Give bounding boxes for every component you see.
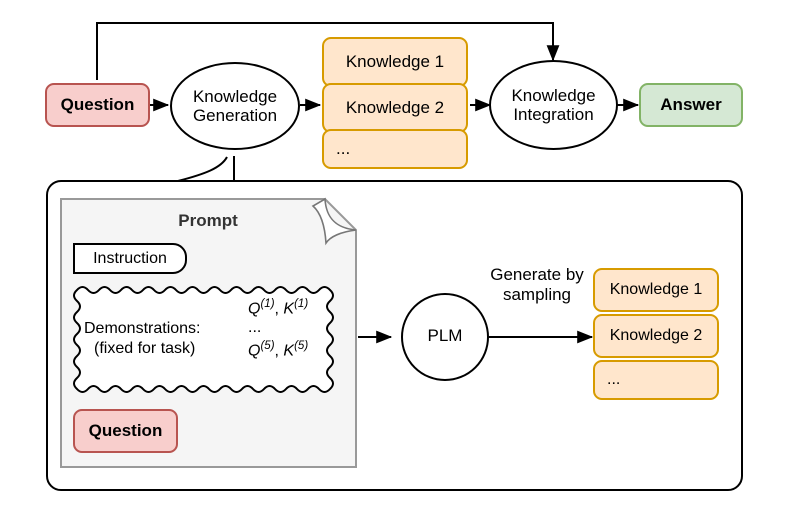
knowledge-integration-line2: Integration bbox=[513, 105, 594, 124]
knowledge-generation-ellipse[interactable]: Knowledge Generation bbox=[170, 62, 300, 150]
plm-circle-outline bbox=[401, 293, 489, 381]
instruction-tag[interactable]: Instruction bbox=[73, 243, 187, 274]
edge-label-line2: sampling bbox=[502, 284, 572, 304]
knowledge-integration-line1: Knowledge bbox=[511, 85, 596, 105]
knowledge-item-top-1[interactable]: Knowledge 1 bbox=[322, 37, 468, 87]
plm-label: PLM bbox=[427, 326, 463, 345]
question-box-prompt[interactable]: Question bbox=[73, 409, 178, 453]
generate-by-sampling-label: Generate by sampling bbox=[472, 265, 602, 304]
demonstration-example-5: Q(5), K(5) bbox=[248, 339, 309, 359]
knowledge-generation-line1: Knowledge bbox=[192, 86, 278, 106]
example-1-k: K bbox=[283, 300, 295, 318]
example-5-k: K bbox=[283, 341, 295, 359]
demonstration-ellipsis: ... bbox=[248, 318, 262, 336]
demonstration-example-1: Q(1), K(1) bbox=[248, 298, 309, 318]
knowledge-item-top-1-label: Knowledge 1 bbox=[345, 52, 445, 72]
knowledge-item-detail-1[interactable]: Knowledge 1 bbox=[593, 268, 719, 312]
demonstrations-left-text: Demonstrations: (fixed for task) bbox=[84, 319, 201, 359]
example-1-k-sup: (1) bbox=[294, 298, 309, 310]
knowledge-item-detail-1-label: Knowledge 1 bbox=[609, 281, 703, 299]
knowledge-item-top-2[interactable]: Knowledge 2 bbox=[322, 83, 468, 133]
knowledge-integration-ellipse[interactable]: Knowledge Integration bbox=[489, 60, 618, 150]
prompt-title: Prompt bbox=[178, 211, 238, 230]
prompt-document-fold bbox=[311, 197, 357, 246]
example-5-q: Q bbox=[248, 341, 261, 359]
question-label-top: Question bbox=[60, 95, 135, 115]
knowledge-item-top-3-label: ... bbox=[336, 139, 351, 159]
knowledge-item-top-3[interactable]: ... bbox=[322, 129, 468, 169]
example-1-q-sup: (1) bbox=[260, 298, 275, 310]
example-1-q: Q bbox=[248, 300, 261, 318]
question-box-top[interactable]: Question bbox=[45, 83, 150, 127]
question-label-prompt: Question bbox=[88, 421, 163, 441]
edge-label-line1: Generate by bbox=[490, 265, 584, 284]
detail-panel-border bbox=[46, 180, 743, 491]
edge-question-to-integration bbox=[96, 22, 560, 80]
knowledge-generation-line2: Generation bbox=[192, 106, 278, 125]
knowledge-item-detail-2-label: Knowledge 2 bbox=[609, 327, 703, 345]
demonstrations-content: Demonstrations: (fixed for task) bbox=[84, 296, 334, 382]
demonstrations-examples: Q(1), K(1) ... Q(5), K(5) bbox=[248, 297, 308, 359]
answer-box[interactable]: Answer bbox=[639, 83, 743, 127]
answer-label: Answer bbox=[660, 95, 722, 115]
callout-connector-left bbox=[177, 156, 228, 182]
example-5-q-sup: (5) bbox=[260, 339, 275, 352]
example-5-k-sup: (5) bbox=[294, 339, 309, 352]
instruction-label: Instruction bbox=[93, 249, 167, 267]
demonstrations-line1: Demonstrations: bbox=[84, 320, 201, 337]
knowledge-item-detail-2[interactable]: Knowledge 2 bbox=[593, 314, 719, 358]
demonstrations-wavy-border bbox=[73, 286, 334, 393]
demonstrations-line2: (fixed for task) bbox=[94, 340, 196, 357]
knowledge-item-top-2-label: Knowledge 2 bbox=[345, 98, 445, 118]
knowledge-item-detail-3-label: ... bbox=[607, 371, 621, 389]
knowledge-item-detail-3[interactable]: ... bbox=[593, 360, 719, 400]
